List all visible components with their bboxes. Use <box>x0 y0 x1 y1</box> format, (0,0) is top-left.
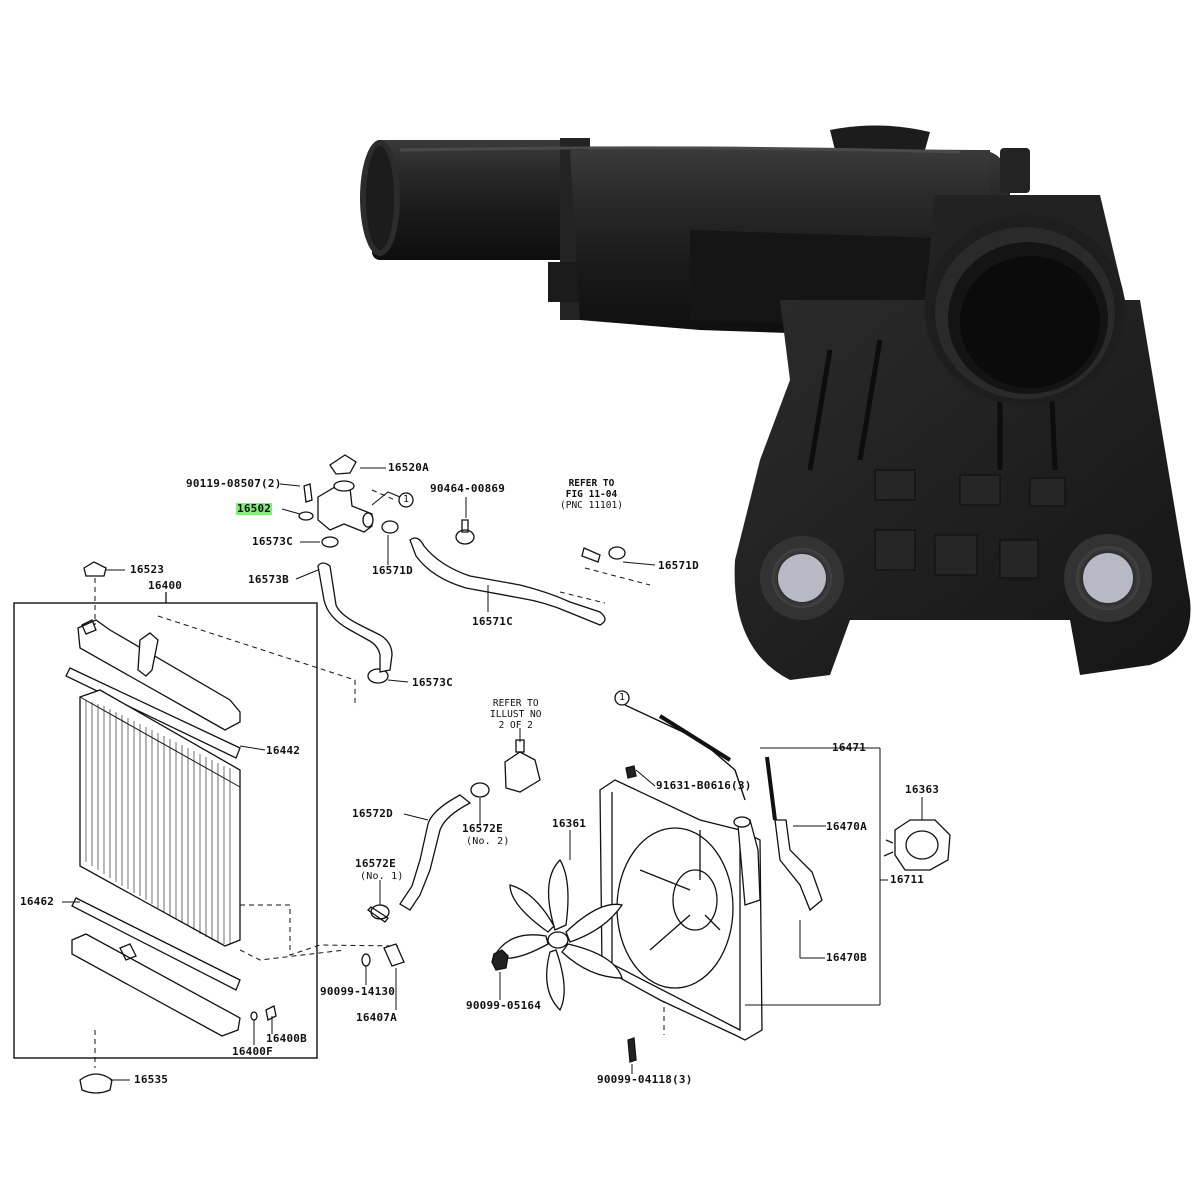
label-16361: 16361 <box>552 817 587 830</box>
note-refer-illust-line3: 2 OF 2 <box>498 720 533 731</box>
label-16573c-upper: 16573C <box>252 535 293 548</box>
label-no2: (No. 2) <box>466 836 510 847</box>
label-16573b: 16573B <box>248 573 289 586</box>
note-refer-fig-line3: (PNC 11101) <box>560 500 623 511</box>
label-90099-04118: 90099-04118(3) <box>597 1073 693 1086</box>
label-16400: 16400 <box>148 579 183 592</box>
label-16571c: 16571C <box>472 615 513 628</box>
label-90099-05164: 90099-05164 <box>466 999 542 1012</box>
label-no1: (No. 1) <box>360 871 404 882</box>
note-refer-fig-line2: FIG 11-04 <box>565 489 618 500</box>
label-16523: 16523 <box>130 563 165 576</box>
label-16502-highlighted: 16502 <box>236 502 273 515</box>
label-16571d-left: 16571D <box>372 564 413 577</box>
note-refer-illust-line2: ILLUST NO <box>490 709 542 720</box>
label-16400f: 16400F <box>232 1045 273 1058</box>
note-refer-illust-line1: REFER TO <box>492 698 539 709</box>
label-16535: 16535 <box>134 1073 169 1086</box>
label-91631-b0616: 91631-B0616(3) <box>656 779 752 792</box>
label-16462: 16462 <box>20 895 55 908</box>
circle-1-marker-upper: 1 <box>403 494 410 505</box>
label-16470a: 16470A <box>826 820 867 833</box>
label-90119-08507: 90119-08507(2) <box>186 477 282 490</box>
label-16571d-right: 16571D <box>658 559 699 572</box>
label-16407a: 16407A <box>356 1011 397 1024</box>
label-16573c-lower: 16573C <box>412 676 453 689</box>
label-16471: 16471 <box>832 741 867 754</box>
label-16572d: 16572D <box>352 807 393 820</box>
circle-1-marker-lower: 1 <box>619 692 626 703</box>
label-90099-14130: 90099-14130 <box>320 985 396 998</box>
note-refer-fig-line1: REFER TO <box>568 478 615 489</box>
label-90464-00869: 90464-00869 <box>430 482 506 495</box>
label-16572e-no1: 16572E <box>355 857 396 870</box>
label-16520a: 16520A <box>388 461 429 474</box>
label-16442: 16442 <box>266 744 301 757</box>
label-16470b: 16470B <box>826 951 867 964</box>
label-16363: 16363 <box>905 783 940 796</box>
label-16711: 16711 <box>890 873 925 886</box>
note-refer-illust: REFER TO ILLUST NO 2 OF 2 <box>490 698 541 731</box>
label-16400b: 16400B <box>266 1032 307 1045</box>
label-16572e-no2: 16572E <box>462 822 503 835</box>
note-refer-fig: REFER TO FIG 11-04 (PNC 11101) <box>560 478 623 511</box>
